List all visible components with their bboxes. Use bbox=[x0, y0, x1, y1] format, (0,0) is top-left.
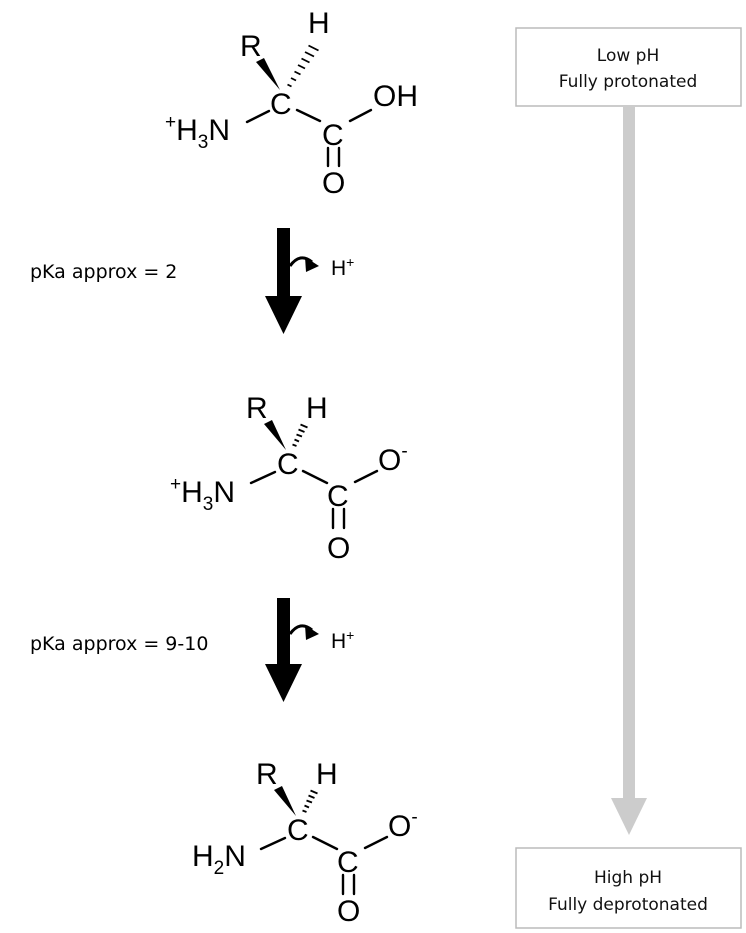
carboxylate-oxygen-label: O- bbox=[378, 441, 408, 477]
low-ph-title: Low pH bbox=[597, 46, 659, 66]
ph-scale: Low pH Fully protonated High pH Fully de… bbox=[515, 27, 742, 929]
carbonyl-oxygen-label: O bbox=[337, 895, 360, 928]
deprotonation-step-1: H+ pKa approx = 2 bbox=[30, 228, 354, 334]
carbonyl-oxygen-label: O bbox=[327, 532, 350, 565]
reaction-arrow-head bbox=[265, 664, 302, 702]
wedge-bond bbox=[264, 420, 286, 450]
high-ph-box: High pH Fully deprotonated bbox=[515, 847, 742, 929]
alpha-hydrogen-label: H bbox=[306, 392, 328, 425]
molecule-fully-deprotonated: R H C H2N C O- O bbox=[192, 758, 418, 928]
hashed-bond bbox=[287, 44, 319, 88]
alpha-carbon-label: C bbox=[270, 88, 292, 121]
molecule-zwitterion: R H C +H3N C O- O bbox=[170, 392, 408, 565]
low-ph-box: Low pH Fully protonated bbox=[515, 27, 742, 107]
carbonyl-oxygen-label: O bbox=[322, 167, 345, 200]
molecule-fully-protonated: R H C +H3N C OH O bbox=[165, 7, 418, 200]
ammonium-group-label: +H3N bbox=[165, 112, 230, 153]
reaction-arrow-head bbox=[265, 296, 302, 334]
ammonium-group-label: +H3N bbox=[170, 474, 235, 515]
wedge-bond bbox=[274, 786, 296, 816]
c-o-single-bond bbox=[348, 108, 373, 123]
high-ph-title: High pH bbox=[594, 868, 662, 888]
carboxyl-carbon-label: C bbox=[327, 480, 349, 513]
carboxyl-carbon-label: C bbox=[322, 119, 344, 152]
low-ph-subtitle: Fully protonated bbox=[559, 72, 698, 92]
reaction-arrow-shaft bbox=[277, 598, 290, 664]
c-c-bond bbox=[295, 108, 322, 123]
c-c-bond bbox=[311, 835, 339, 851]
c-n-bond bbox=[249, 470, 277, 485]
wedge-bond bbox=[256, 58, 280, 90]
c-o-single-bond bbox=[353, 469, 379, 484]
step-1-pka-label: pKa approx = 2 bbox=[30, 261, 177, 283]
leaving-proton-label: H+ bbox=[331, 254, 354, 280]
c-o-single-bond bbox=[363, 835, 389, 850]
carboxyl-carbon-label: C bbox=[337, 846, 359, 879]
alpha-hydrogen-label: H bbox=[308, 7, 330, 40]
c-n-bond bbox=[245, 109, 271, 124]
hashed-bond bbox=[302, 789, 318, 813]
amine-group-label: H2N bbox=[192, 840, 246, 879]
carboxylate-oxygen-label: O- bbox=[388, 807, 418, 843]
alpha-hydrogen-label: H bbox=[316, 758, 338, 791]
reaction-arrow-shaft bbox=[277, 228, 290, 296]
c-c-bond bbox=[301, 469, 329, 485]
leaving-proton-arrowhead bbox=[305, 257, 319, 272]
leaving-proton-label: H+ bbox=[331, 627, 354, 653]
alpha-carbon-label: C bbox=[287, 814, 309, 847]
hashed-bond bbox=[292, 423, 308, 447]
deprotonation-step-2: H+ pKa approx = 9-10 bbox=[30, 598, 354, 702]
step-2-pka-label: pKa approx = 9-10 bbox=[30, 633, 208, 655]
r-group-label: R bbox=[240, 30, 262, 63]
alpha-carbon-label: C bbox=[277, 448, 299, 481]
r-group-label: R bbox=[256, 758, 278, 791]
c-n-bond bbox=[259, 836, 287, 851]
leaving-proton-arrowhead bbox=[305, 625, 319, 640]
ph-scale-arrow-head bbox=[611, 798, 647, 835]
hydroxyl-label: OH bbox=[373, 80, 418, 113]
ph-scale-arrow-shaft bbox=[623, 107, 635, 801]
high-ph-subtitle: Fully deprotonated bbox=[548, 895, 708, 915]
r-group-label: R bbox=[246, 392, 268, 425]
